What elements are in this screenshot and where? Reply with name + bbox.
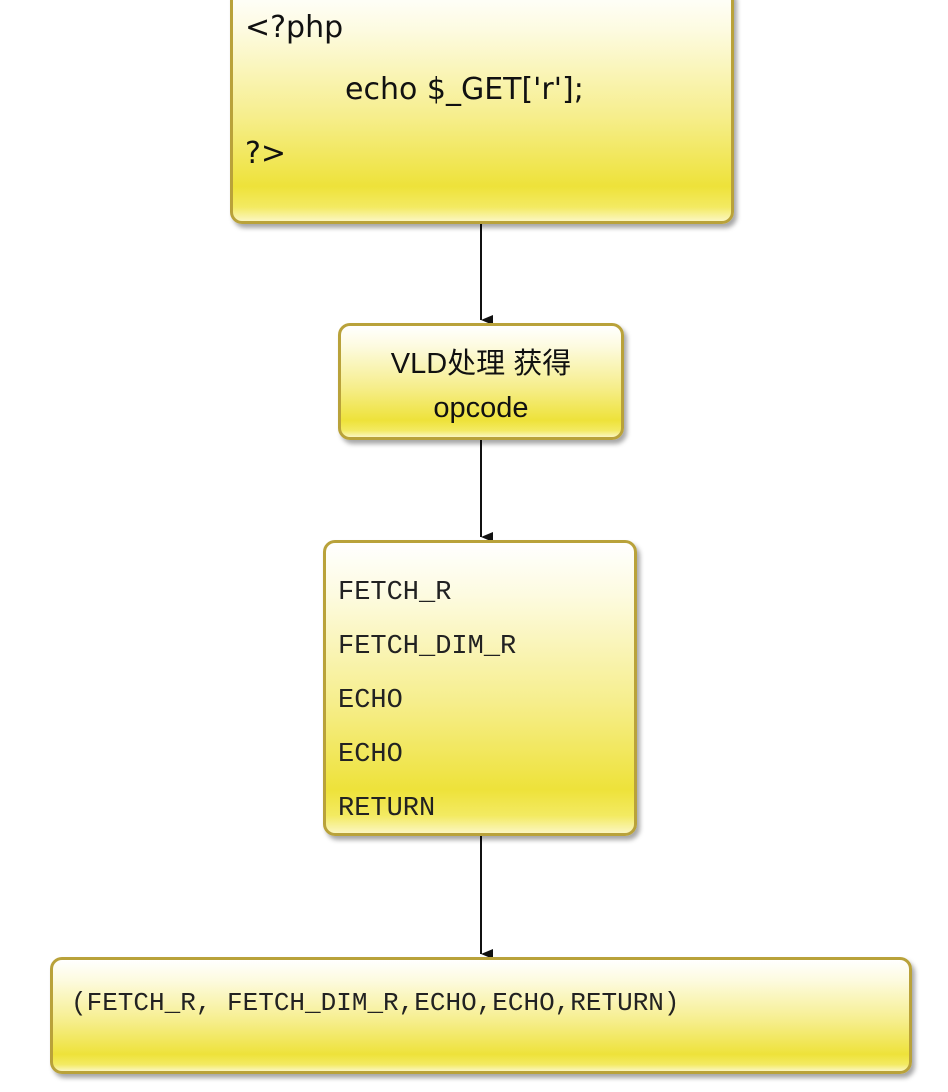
opcode-item: FETCH_R (338, 578, 452, 608)
vld-label-line1: VLD处理 获得 (390, 348, 572, 380)
vld-label-line2: opcode (433, 392, 529, 424)
opcode-item: ECHO (338, 740, 403, 770)
php-open-tag: <?php (245, 10, 344, 45)
php-echo-statement: echo $_GET['r']; (345, 72, 584, 107)
opcode-item: ECHO (338, 686, 403, 716)
opcode-list-box: FETCH_R FETCH_DIM_R ECHO ECHO RETURN (323, 540, 637, 836)
opcode-sequence-text: (FETCH_R, FETCH_DIM_R,ECHO,ECHO,RETURN) (71, 988, 680, 1018)
php-close-tag: ?> (245, 136, 287, 171)
opcode-sequence-box: (FETCH_R, FETCH_DIM_R,ECHO,ECHO,RETURN) (50, 957, 912, 1074)
opcode-item: FETCH_DIM_R (338, 632, 517, 662)
opcode-item: RETURN (338, 794, 436, 824)
vld-process-box: VLD处理 获得 opcode (338, 323, 624, 440)
php-source-box: <?php echo $_GET['r']; ?> (230, 0, 734, 224)
